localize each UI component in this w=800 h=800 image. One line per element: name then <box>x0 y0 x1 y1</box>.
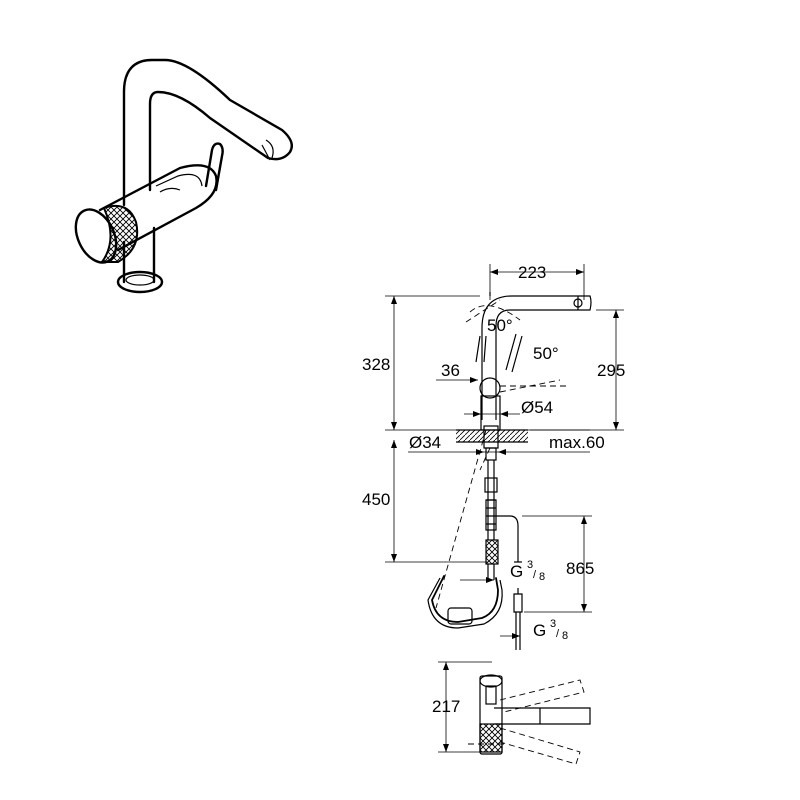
svg-text:3: 3 <box>550 618 556 630</box>
dim-max-thickness: max.60 <box>549 433 605 452</box>
dim-hose-length: 450 <box>362 490 390 509</box>
dim-plan-depth: 217 <box>432 697 460 716</box>
svg-text:8: 8 <box>539 571 545 583</box>
dimension-labels: 223 328 295 50° 50° 36 Ø54 Ø34 max.60 45… <box>362 263 625 716</box>
dim-height-total: 328 <box>362 355 390 374</box>
dim-spout-height: 295 <box>597 361 625 380</box>
svg-text:G: G <box>510 562 523 581</box>
dim-width-top: 223 <box>518 263 546 282</box>
thread-label-1: G 3 / 8 <box>510 559 545 583</box>
dim-hose-total: 865 <box>566 559 594 578</box>
faucet-side-elevation <box>427 292 592 650</box>
faucet-plan-view <box>468 674 591 765</box>
thread-label-2: G 3 / 8 <box>533 618 568 642</box>
svg-text:/: / <box>533 569 537 581</box>
dim-body-diameter: Ø54 <box>521 398 553 417</box>
svg-text:G: G <box>533 621 546 640</box>
dim-lever-offset: 36 <box>441 361 460 380</box>
dim-swivel-angle-1: 50° <box>487 316 513 335</box>
dim-hole-diameter: Ø34 <box>409 433 441 452</box>
svg-text:3: 3 <box>527 559 533 571</box>
faucet-perspective-view <box>74 58 293 294</box>
svg-text:8: 8 <box>562 630 568 642</box>
dimension-lines <box>385 264 624 753</box>
svg-text:/: / <box>556 628 560 640</box>
dim-swivel-angle-2: 50° <box>533 344 559 363</box>
